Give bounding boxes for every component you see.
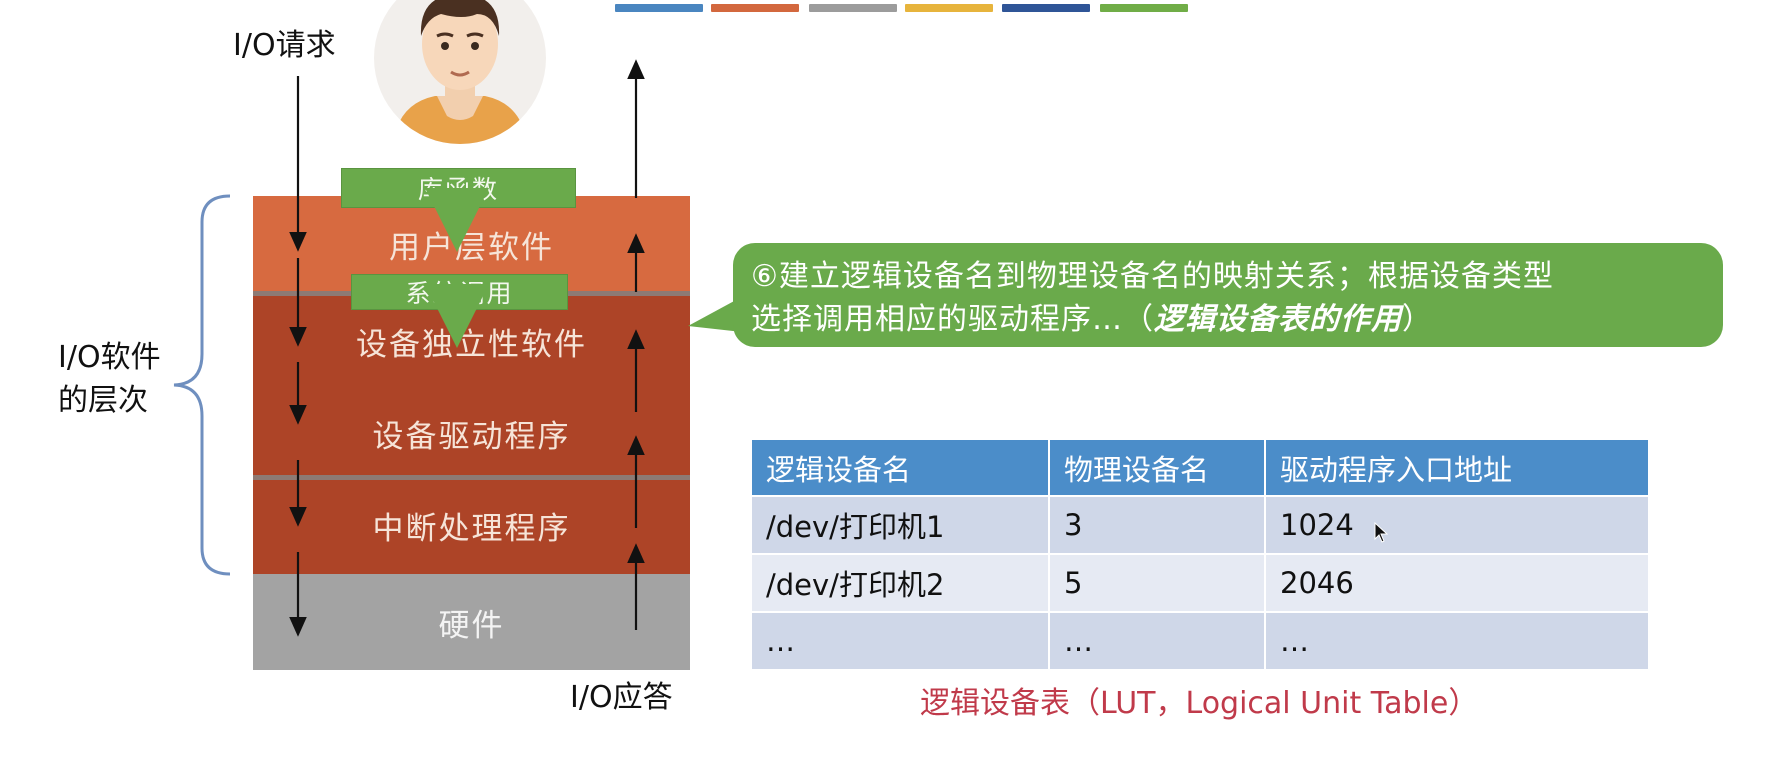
table-row: … … … — [752, 613, 1650, 671]
io-request-label: I/O请求 — [233, 28, 336, 63]
layer-divider — [253, 475, 690, 480]
table-cell: /dev/打印机1 — [752, 497, 1050, 555]
table-cell: 3 — [1050, 497, 1266, 555]
table-row: /dev/打印机1 3 1024 — [752, 497, 1650, 555]
column-header-physical-name: 物理设备名 — [1050, 440, 1266, 497]
table-cell: 2046 — [1266, 555, 1650, 613]
software-levels-label-line1: I/O软件 — [58, 340, 161, 375]
table-cell: /dev/打印机2 — [752, 555, 1050, 613]
table-caption: 逻辑设备表（LUT，Logical Unit Table） — [920, 686, 1479, 721]
logical-unit-table: 逻辑设备名 物理设备名 驱动程序入口地址 /dev/打印机1 3 1024 /d… — [752, 440, 1650, 671]
layer-device-driver: 设备驱动程序 — [253, 389, 690, 477]
table-cell: 1024 — [1266, 497, 1650, 555]
layer-hardware: 硬件 — [253, 574, 690, 670]
column-header-logical-name: 逻辑设备名 — [752, 440, 1050, 497]
table-cell: … — [752, 613, 1050, 671]
curly-brace-icon — [173, 194, 231, 576]
callout-line-1: ⑥建立逻辑设备名到物理设备名的映射关系；根据设备类型 — [751, 259, 1554, 294]
callout-line-2-close: ） — [1402, 302, 1433, 337]
io-response-label: I/O应答 — [570, 680, 673, 715]
layer-interrupt-handler: 中断处理程序 — [253, 477, 690, 574]
table-header-row: 逻辑设备名 物理设备名 驱动程序入口地址 — [752, 440, 1650, 497]
speech-bubble-pointer — [688, 300, 742, 332]
table-row: /dev/打印机2 5 2046 — [752, 555, 1650, 613]
callout-emphasis: 逻辑设备表的作用 — [1154, 302, 1402, 337]
color-swatch-6 — [1100, 4, 1188, 12]
table-cell: … — [1050, 613, 1266, 671]
table-cell: 5 — [1050, 555, 1266, 613]
color-swatch-5 — [1002, 4, 1090, 12]
callout-line-2-text: 选择调用相应的驱动程序…（ — [751, 302, 1154, 337]
column-header-driver-entry: 驱动程序入口地址 — [1266, 440, 1650, 497]
callout-line-2: 选择调用相应的驱动程序…（逻辑设备表的作用） — [751, 298, 1723, 341]
user-avatar-icon — [374, 0, 546, 144]
color-swatch-3 — [809, 4, 897, 12]
table-cell: … — [1266, 613, 1650, 671]
mouse-cursor-icon — [1374, 522, 1389, 543]
color-swatch-4 — [905, 4, 993, 12]
software-levels-label-line2: 的层次 — [58, 383, 148, 418]
color-swatch-1 — [615, 4, 703, 12]
explanation-callout: ⑥建立逻辑设备名到物理设备名的映射关系；根据设备类型 选择调用相应的驱动程序…（… — [733, 243, 1723, 347]
color-swatch-2 — [711, 4, 799, 12]
